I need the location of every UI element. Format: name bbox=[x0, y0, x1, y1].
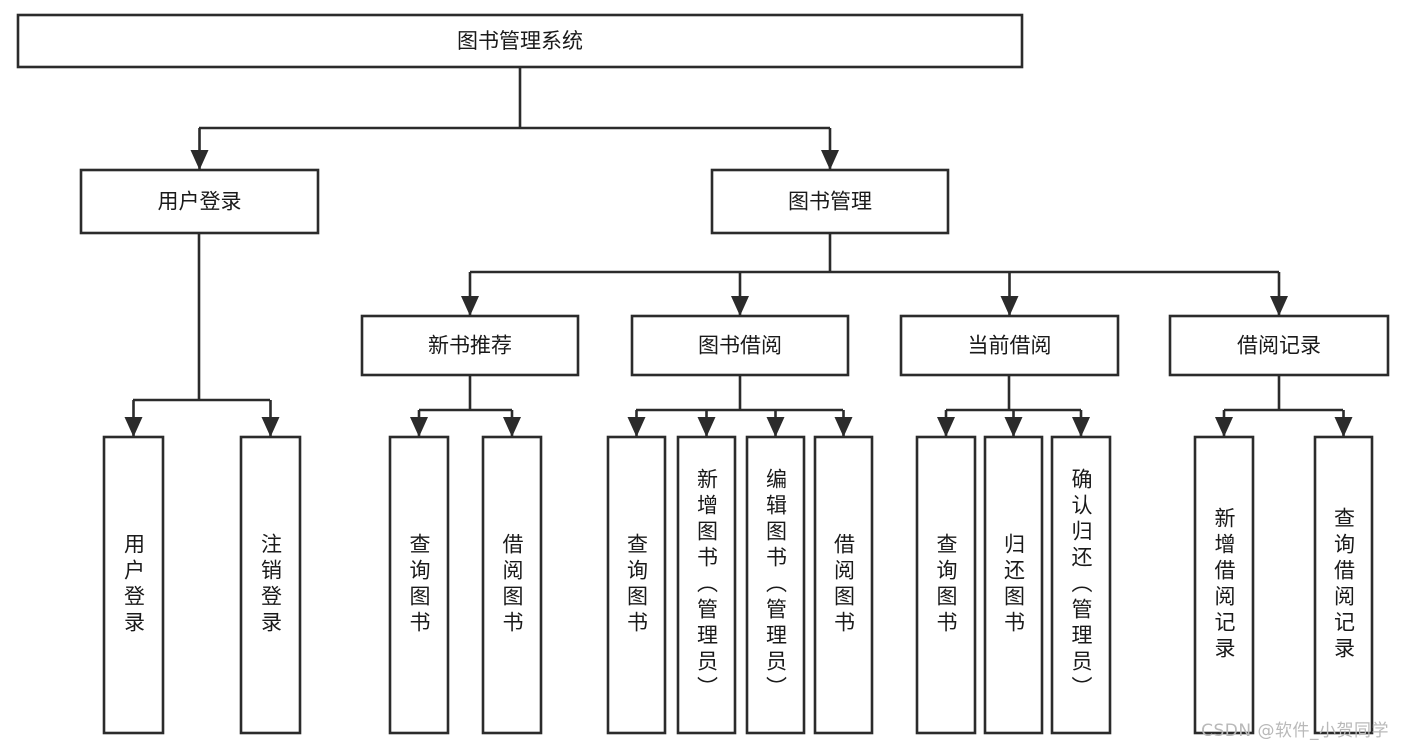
node-label-current: 当前借阅 bbox=[968, 334, 1052, 358]
node-box-leaf3[interactable] bbox=[388, 435, 450, 735]
node-label-bookmgmt: 图书管理 bbox=[788, 190, 872, 214]
arrow-head-icon bbox=[937, 417, 955, 437]
arrow-head-icon bbox=[731, 296, 749, 316]
arrow-head-icon bbox=[1270, 296, 1288, 316]
node-box-record[interactable] bbox=[1168, 314, 1390, 377]
node-box-leaf4[interactable] bbox=[481, 435, 543, 735]
node-box-newbook[interactable] bbox=[360, 314, 580, 377]
node-label-login: 用户登录 bbox=[158, 190, 242, 214]
node-box-bookmgmt[interactable] bbox=[710, 168, 950, 235]
arrow-head-icon bbox=[410, 417, 428, 437]
arrow-head-icon bbox=[834, 417, 853, 437]
arrow-head-icon bbox=[1072, 417, 1090, 437]
csdn-watermark: CSDN @软件_小贺同学 bbox=[1201, 721, 1389, 741]
node-box-leaf2[interactable] bbox=[239, 435, 302, 735]
arrow-head-icon bbox=[627, 417, 646, 437]
node-box-root[interactable] bbox=[16, 13, 1024, 69]
arrow-head-icon bbox=[1215, 417, 1233, 437]
arrow-head-icon bbox=[1334, 417, 1353, 437]
node-box-leaf1[interactable] bbox=[102, 435, 165, 735]
node-label-root: 图书管理系统 bbox=[457, 29, 583, 53]
node-box-leaf8[interactable] bbox=[813, 435, 874, 735]
node-box-leaf10[interactable] bbox=[983, 435, 1044, 735]
edges-layer bbox=[124, 67, 1353, 437]
arrow-head-icon bbox=[124, 417, 143, 437]
node-box-login[interactable] bbox=[79, 168, 320, 235]
arrow-head-icon bbox=[1000, 296, 1019, 316]
arrow-head-icon bbox=[261, 417, 280, 437]
node-label-newbook: 新书推荐 bbox=[428, 334, 512, 358]
node-box-leaf7[interactable] bbox=[745, 435, 806, 735]
node-box-leaf9[interactable] bbox=[915, 435, 977, 735]
node-box-borrow[interactable] bbox=[630, 314, 850, 377]
boxes-layer bbox=[16, 13, 1390, 735]
arrow-head-icon bbox=[1004, 417, 1023, 437]
node-label-borrow: 图书借阅 bbox=[698, 334, 782, 358]
arrow-head-icon bbox=[503, 417, 521, 437]
node-box-leaf11[interactable] bbox=[1050, 435, 1112, 735]
node-box-leaf13[interactable] bbox=[1313, 435, 1374, 735]
node-box-current[interactable] bbox=[899, 314, 1120, 377]
node-label-record: 借阅记录 bbox=[1237, 334, 1321, 358]
arrow-head-icon bbox=[190, 150, 209, 170]
arrow-head-icon bbox=[697, 417, 716, 437]
node-box-leaf6[interactable] bbox=[676, 435, 737, 735]
arrow-head-icon bbox=[821, 150, 839, 170]
arrow-head-icon bbox=[766, 417, 785, 437]
node-box-leaf5[interactable] bbox=[606, 435, 667, 735]
arrow-head-icon bbox=[461, 296, 479, 316]
node-box-leaf12[interactable] bbox=[1193, 435, 1255, 735]
